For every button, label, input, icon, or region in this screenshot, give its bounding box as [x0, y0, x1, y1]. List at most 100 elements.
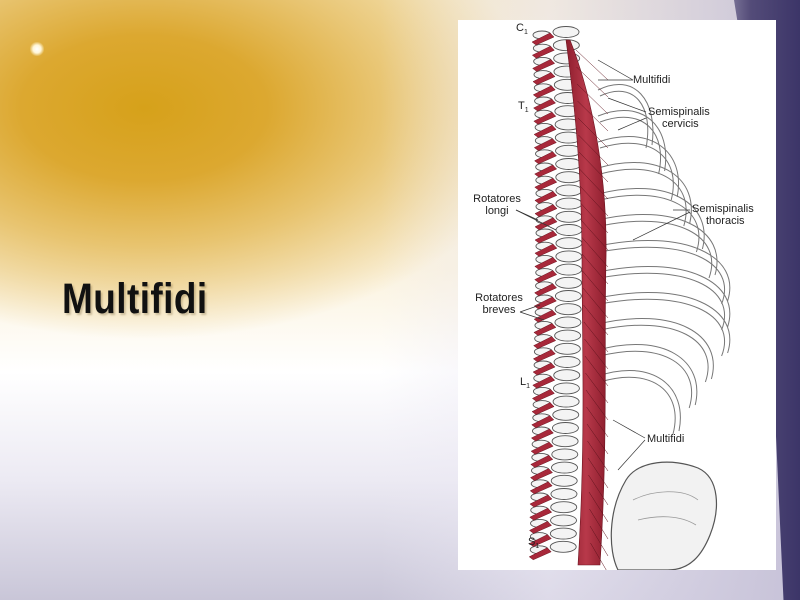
rotatores-muscle [528, 534, 552, 547]
rib-inner [599, 168, 687, 227]
muscle-fiber [587, 457, 609, 489]
muscle-fiber [584, 355, 609, 387]
label-c1: C1 [516, 22, 528, 37]
rotatores-muscle [532, 375, 556, 389]
rotatores-muscle [530, 428, 554, 442]
vertebra [550, 514, 577, 527]
vertebra [550, 474, 578, 487]
rotatores-muscle [534, 191, 558, 204]
muscle-fiber [577, 100, 609, 132]
muscle-fiber [579, 168, 609, 200]
muscle-fiber [586, 406, 609, 438]
rib [597, 317, 714, 380]
rotatores-muscle [533, 336, 557, 349]
rotatores-muscle [531, 32, 555, 46]
vertebra [551, 448, 579, 461]
vertebra [552, 26, 580, 38]
muscle-fiber [580, 219, 609, 251]
rib [597, 136, 679, 198]
rotatores-muscle [533, 111, 557, 125]
rotatores-muscle [533, 138, 557, 151]
vertebra [552, 408, 580, 421]
vertebra [552, 395, 580, 408]
muscle-fiber [585, 372, 609, 404]
vertebra [550, 501, 578, 514]
muscle-fiber [588, 474, 609, 506]
muscle-fiber [581, 253, 609, 285]
label-multifidi-bottom: Multifidi [647, 433, 685, 445]
rotatores-muscle [533, 323, 557, 336]
muscle-fiber [578, 151, 609, 183]
pelvis-bone [610, 461, 718, 570]
rotatores-muscle [534, 257, 558, 270]
rotatores-muscle [534, 177, 558, 191]
rib-inner [599, 376, 676, 435]
rib-inner [599, 116, 661, 175]
vertebra [549, 540, 577, 553]
rib-inner [599, 194, 700, 253]
muscle-bundles [528, 32, 609, 570]
label-rotatores-longi: Rotatores longi [473, 193, 521, 217]
vertebra [555, 224, 583, 236]
vertebra [555, 263, 583, 276]
muscle-fiber [583, 321, 609, 353]
rotatores-muscle [532, 349, 556, 363]
rib [597, 110, 667, 172]
muscle-fiber [580, 202, 609, 234]
rotatores-muscle [534, 283, 558, 297]
rotatores-muscle [534, 164, 558, 178]
muscle-fiber [582, 270, 609, 302]
muscle-fiber [589, 508, 609, 540]
rib [597, 265, 731, 328]
rotatores-muscle [530, 441, 554, 455]
vertebra [554, 303, 582, 316]
muscle-fiber [584, 338, 609, 370]
rotatores-muscle [534, 270, 558, 283]
vertebra [555, 250, 583, 263]
vertebra [551, 435, 579, 448]
muscle-fiber [576, 66, 609, 98]
rib-inner [599, 298, 725, 357]
spine-anatomy-illustration: C1 T1 L1 S1 Multifidi Semispinalis cervi… [458, 20, 776, 570]
rib [597, 162, 692, 224]
label-s1: S1 [528, 536, 540, 551]
spine-drawing [515, 26, 731, 570]
vertebra [553, 342, 581, 355]
rotatores-muscle [531, 402, 555, 415]
muscle-fiber [579, 185, 609, 217]
rotatores-muscle [534, 230, 558, 244]
muscle-fiber [588, 491, 609, 523]
rib-inner [599, 324, 709, 383]
label-rotatores-breves: Rotatores breves [475, 292, 523, 316]
rotatores-muscle [531, 389, 555, 402]
rotatores-muscle [533, 309, 557, 323]
vertebra [555, 184, 583, 197]
rotatores-muscle [534, 243, 558, 257]
rotatores-muscle [530, 468, 553, 481]
muscle-fiber [575, 49, 609, 81]
rib-cage [597, 84, 731, 435]
muscle-fiber [576, 83, 609, 115]
rotatores-muscle [534, 151, 557, 165]
label-t1: T1 [518, 100, 529, 115]
sparkle-icon [30, 42, 44, 56]
rotatores-muscle [533, 98, 557, 112]
rib-inner [599, 246, 725, 305]
vertebra [554, 316, 582, 329]
rib [597, 291, 731, 354]
rotatores-muscle [532, 72, 556, 85]
vertebra [552, 382, 580, 395]
rib [597, 370, 681, 432]
rotatores-muscle [531, 415, 555, 429]
label-semispinalis-thoracis: Semispinalis thoracis [692, 203, 754, 227]
vertebra [555, 158, 583, 170]
vertebra [551, 461, 578, 474]
muscle-fiber [586, 423, 609, 455]
muscle-fiber [589, 525, 609, 557]
rotatores-muscle [529, 481, 553, 495]
rotatores-muscle [532, 59, 556, 72]
muscle-fiber [590, 542, 607, 570]
muscle-fiber [583, 304, 609, 336]
muscle-fiber [587, 440, 609, 472]
rotatores-muscle [529, 507, 553, 521]
